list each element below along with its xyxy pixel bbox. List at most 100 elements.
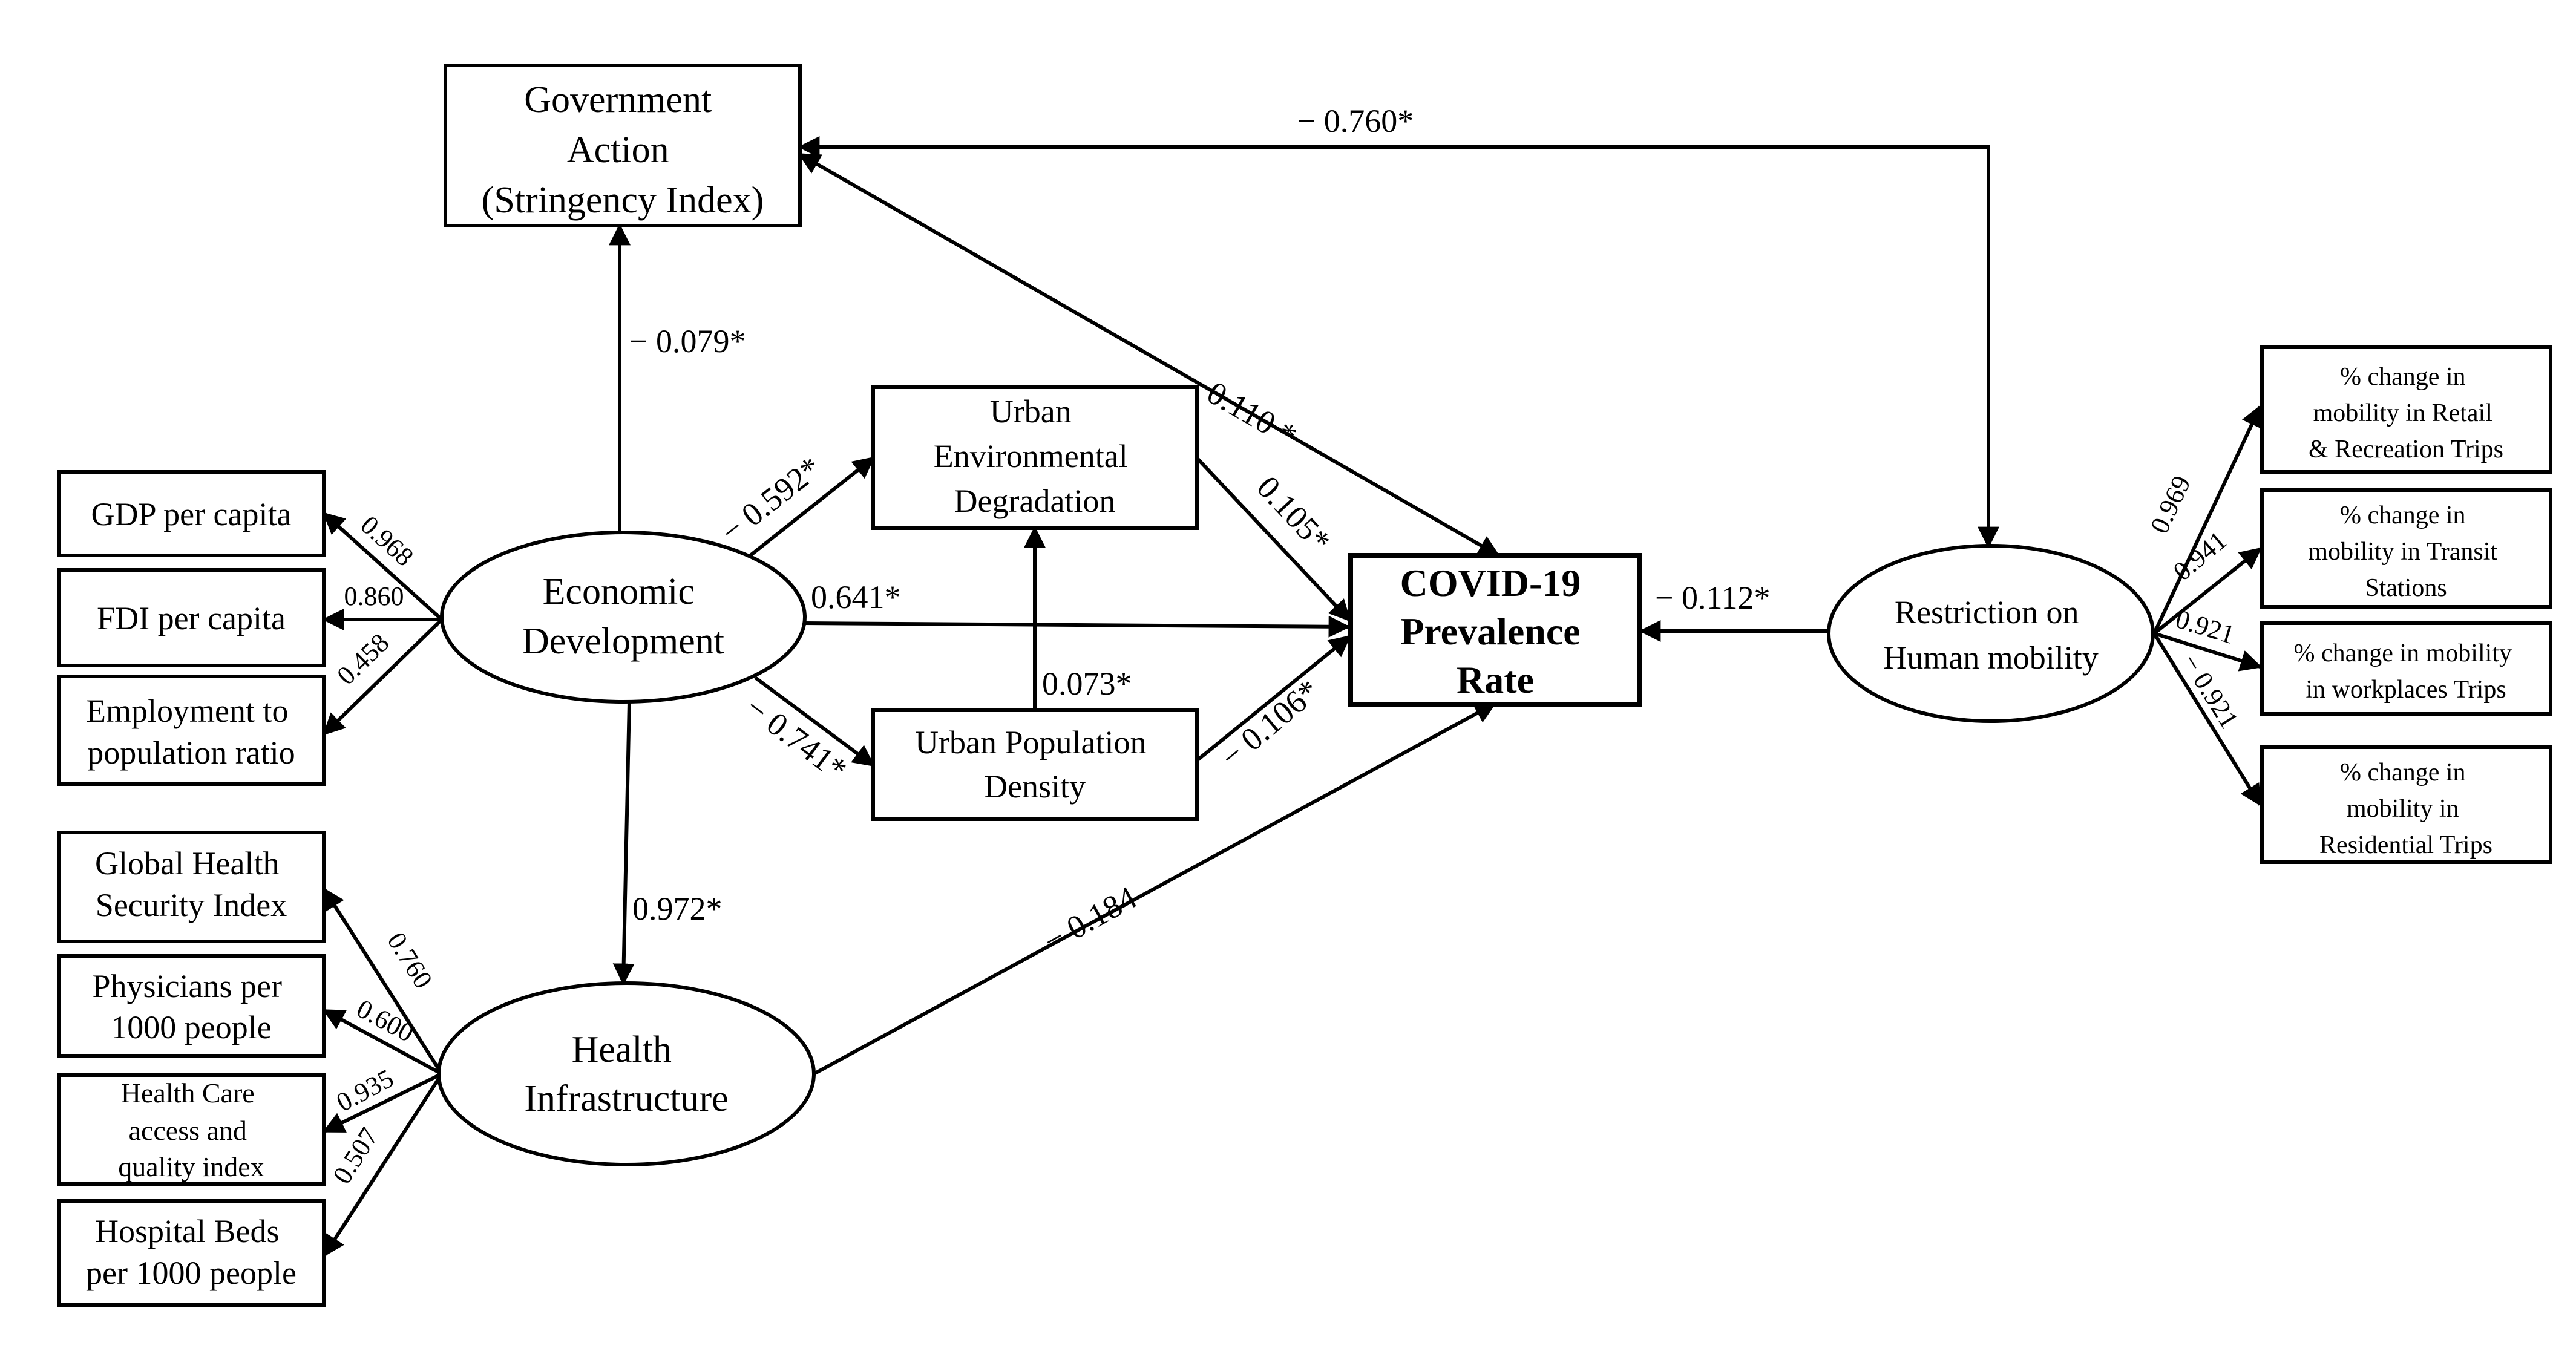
loading-retail — [2152, 404, 2262, 635]
node-covid-prevalence: COVID-19 Prevalence Rate — [1348, 553, 1642, 707]
node-urban-env-degradation: Urban Environmental Degradation — [871, 385, 1199, 530]
node-health-infrastructure: Health Infrastructure — [437, 981, 816, 1166]
svg-text:% change in mobility in: % change in mobility in Retail & Recreat… — [2309, 363, 2503, 463]
physicians-line-2: 1000 people — [111, 1009, 271, 1045]
node-mobility-transit: % change in mobility in Transit Stations — [2260, 488, 2552, 609]
econ-line-1: Economic — [543, 571, 695, 612]
covid-line-2: Prevalence — [1400, 610, 1580, 653]
node-health-care-access: Health Care access and quality index — [57, 1073, 326, 1186]
label-econ-urban-env: − 0.592* — [714, 450, 828, 550]
svg-text:Global Health Security I: Global Health Security Index — [95, 845, 287, 923]
edge-econ-health — [612, 701, 635, 986]
workplaces-line-2: in workplaces Trips — [2306, 676, 2506, 704]
hca-line-3: quality index — [118, 1151, 264, 1182]
covid-line-3: Rate — [1457, 658, 1534, 701]
edges — [322, 136, 2263, 1258]
gov-line-2: Action — [567, 129, 669, 171]
node-government-action: Government Action (Stringency Index) — [444, 64, 802, 227]
edge-econ-urban-env — [749, 456, 875, 557]
svg-text:Physicians per 1000 peop: Physicians per 1000 people — [93, 968, 290, 1045]
label-loading-retail: 0.969 — [2145, 471, 2197, 538]
beds-line-1: Hospital Beds — [95, 1213, 280, 1249]
employment-line-2: population ratio — [87, 734, 295, 771]
residential-line-2: mobility in — [2347, 795, 2459, 823]
loading-workplaces — [2154, 632, 2263, 672]
transit-line-1: % change in — [2340, 502, 2466, 529]
loading-gdp — [323, 512, 444, 621]
loading-residential — [2152, 632, 2262, 807]
residential-line-3: Residential Trips — [2319, 831, 2492, 859]
covid-line-1: COVID-19 — [1400, 561, 1581, 604]
beds-line-2: per 1000 people — [86, 1255, 297, 1291]
restriction-line-1: Restriction on — [1895, 594, 2079, 630]
edge-econ-covid — [804, 615, 1351, 638]
svg-text:% change in mobility in: % change in mobility in Residential Trip… — [2319, 759, 2492, 859]
loading-global-health — [323, 887, 444, 1075]
urban-density-line-1: Urban Population — [915, 724, 1146, 760]
edge-econ-urban-density — [754, 676, 875, 767]
health-line-1: Health — [572, 1029, 672, 1070]
urban-density-line-2: Density — [984, 768, 1086, 805]
label-loading-gdp: 0.968 — [355, 510, 419, 572]
node-mobility-retail: % change in mobility in Retail & Recreat… — [2260, 345, 2552, 474]
label-health-covid: − 0.184 — [1037, 879, 1142, 960]
retail-line-2: mobility in Retail — [2313, 399, 2492, 427]
node-gdp-per-capita: GDP per capita — [57, 470, 326, 557]
retail-line-3: & Recreation Trips — [2309, 436, 2503, 463]
retail-line-1: % change in — [2340, 363, 2466, 391]
label-gov-restriction: − 0.760* — [1297, 103, 1414, 139]
label-gov-covid: 0.110 * — [1201, 374, 1303, 454]
svg-text:% change in mobility in: % change in mobility in Transit Stations — [2308, 502, 2503, 602]
edge-gov-restriction — [798, 136, 1999, 549]
ghs-line-2: Security Index — [96, 887, 287, 923]
svg-text:Employment to population: Employment to population ratio — [86, 693, 297, 771]
urban-env-line-1: Urban — [990, 393, 1072, 430]
loading-hospital-beds — [323, 1073, 444, 1258]
physicians-line-1: Physicians per — [93, 968, 282, 1004]
node-fdi-per-capita: FDI per capita — [57, 568, 326, 667]
label-urban-env-covid: 0.105* — [1250, 469, 1338, 560]
label-loading-employment: 0.458 — [331, 628, 395, 691]
svg-text:Health Infrastructure: Health Infrastructure — [524, 1029, 728, 1119]
edge-health-covid — [813, 702, 1497, 1076]
health-line-2: Infrastructure — [524, 1078, 728, 1119]
fdi-line-1: FDI per capita — [97, 600, 286, 636]
svg-text:Government Action: Government Action (Stringency Index) — [482, 79, 764, 221]
ghs-line-1: Global Health — [95, 845, 279, 881]
node-physicians: Physicians per 1000 people — [57, 954, 326, 1058]
svg-text:Urban Environmental: Urban Environmental Degradation — [934, 393, 1136, 519]
loading-physicians — [322, 1009, 443, 1076]
workplaces-line-1: % change in mobility — [2294, 639, 2512, 667]
edge-urban-env-covid — [1195, 456, 1351, 622]
hca-line-1: Health Care — [121, 1078, 255, 1108]
node-global-health-security: Global Health Security Index — [57, 831, 326, 943]
node-mobility-residential: % change in mobility in Residential Trip… — [2260, 745, 2552, 864]
svg-text:Urban Population Density: Urban Population Density — [915, 724, 1155, 805]
label-urban-density-covid: − 0.106* — [1213, 672, 1326, 775]
gdp-line-1: GDP per capita — [91, 496, 292, 532]
label-loading-physicians: 0.600 — [352, 993, 419, 1048]
restriction-line-2: Human mobility — [1883, 639, 2098, 676]
label-econ-gov: − 0.079* — [629, 323, 746, 359]
label-loading-health-care: 0.935 — [332, 1063, 398, 1117]
employment-line-1: Employment to — [86, 693, 288, 729]
edge-urban-density-covid — [1196, 635, 1351, 762]
svg-text:Restriction on Human mob: Restriction on Human mobility — [1883, 594, 2098, 676]
label-urban-density-env: 0.073* — [1042, 666, 1132, 702]
node-mobility-workplaces: % change in mobility in workplaces Trips — [2260, 621, 2552, 716]
svg-text:Hospital Beds per 1000 p: Hospital Beds per 1000 people — [86, 1213, 297, 1291]
label-econ-health: 0.972* — [632, 891, 723, 927]
gov-line-3: (Stringency Index) — [482, 180, 764, 221]
label-loading-fdi: 0.860 — [344, 581, 404, 611]
node-hospital-beds: Hospital Beds per 1000 people — [57, 1199, 326, 1307]
econ-line-2: Development — [522, 621, 724, 662]
svg-text:% change in mobility in: % change in mobility in workplaces Trips — [2294, 639, 2519, 704]
urban-env-line-2: Environmental — [934, 438, 1128, 474]
svg-text:Health Care access and: Health Care access and quality index — [118, 1078, 264, 1182]
label-restriction-covid: − 0.112* — [1655, 580, 1770, 616]
hca-line-2: access and — [129, 1115, 247, 1146]
urban-env-line-3: Degradation — [954, 483, 1116, 519]
residential-line-1: % change in — [2340, 759, 2466, 787]
node-restriction-mobility: Restriction on Human mobility — [1827, 544, 2155, 723]
loading-health-care — [322, 1072, 443, 1133]
